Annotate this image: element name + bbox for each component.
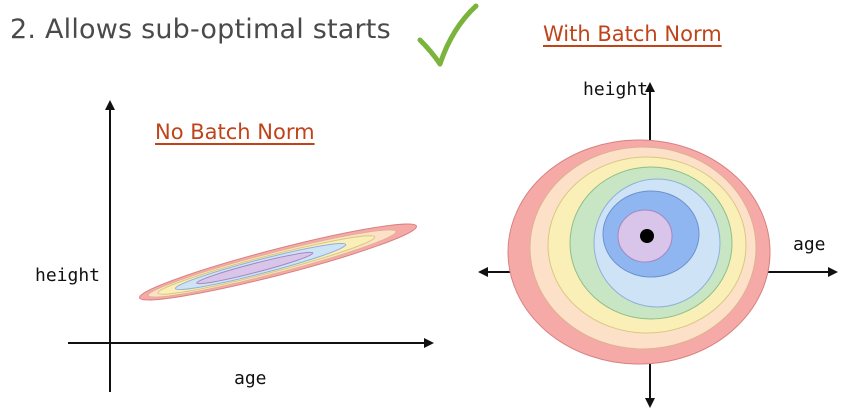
left-y-axis-label: height (35, 265, 101, 286)
slide-heading: 2. Allows sub-optimal starts (10, 14, 391, 45)
no-batch-norm-title: No Batch Norm (155, 120, 315, 144)
optimum-point (640, 229, 654, 243)
right-x-axis-label: age (793, 234, 826, 255)
right-y-axis-label: height (583, 79, 649, 100)
contour-ring-inner (196, 251, 314, 285)
check-mark-icon (417, 3, 479, 67)
right-contours (507, 139, 771, 365)
left-x-axis-label: age (234, 368, 267, 389)
with-batch-norm-title: With Batch Norm (543, 22, 722, 46)
left-contours (139, 223, 417, 301)
